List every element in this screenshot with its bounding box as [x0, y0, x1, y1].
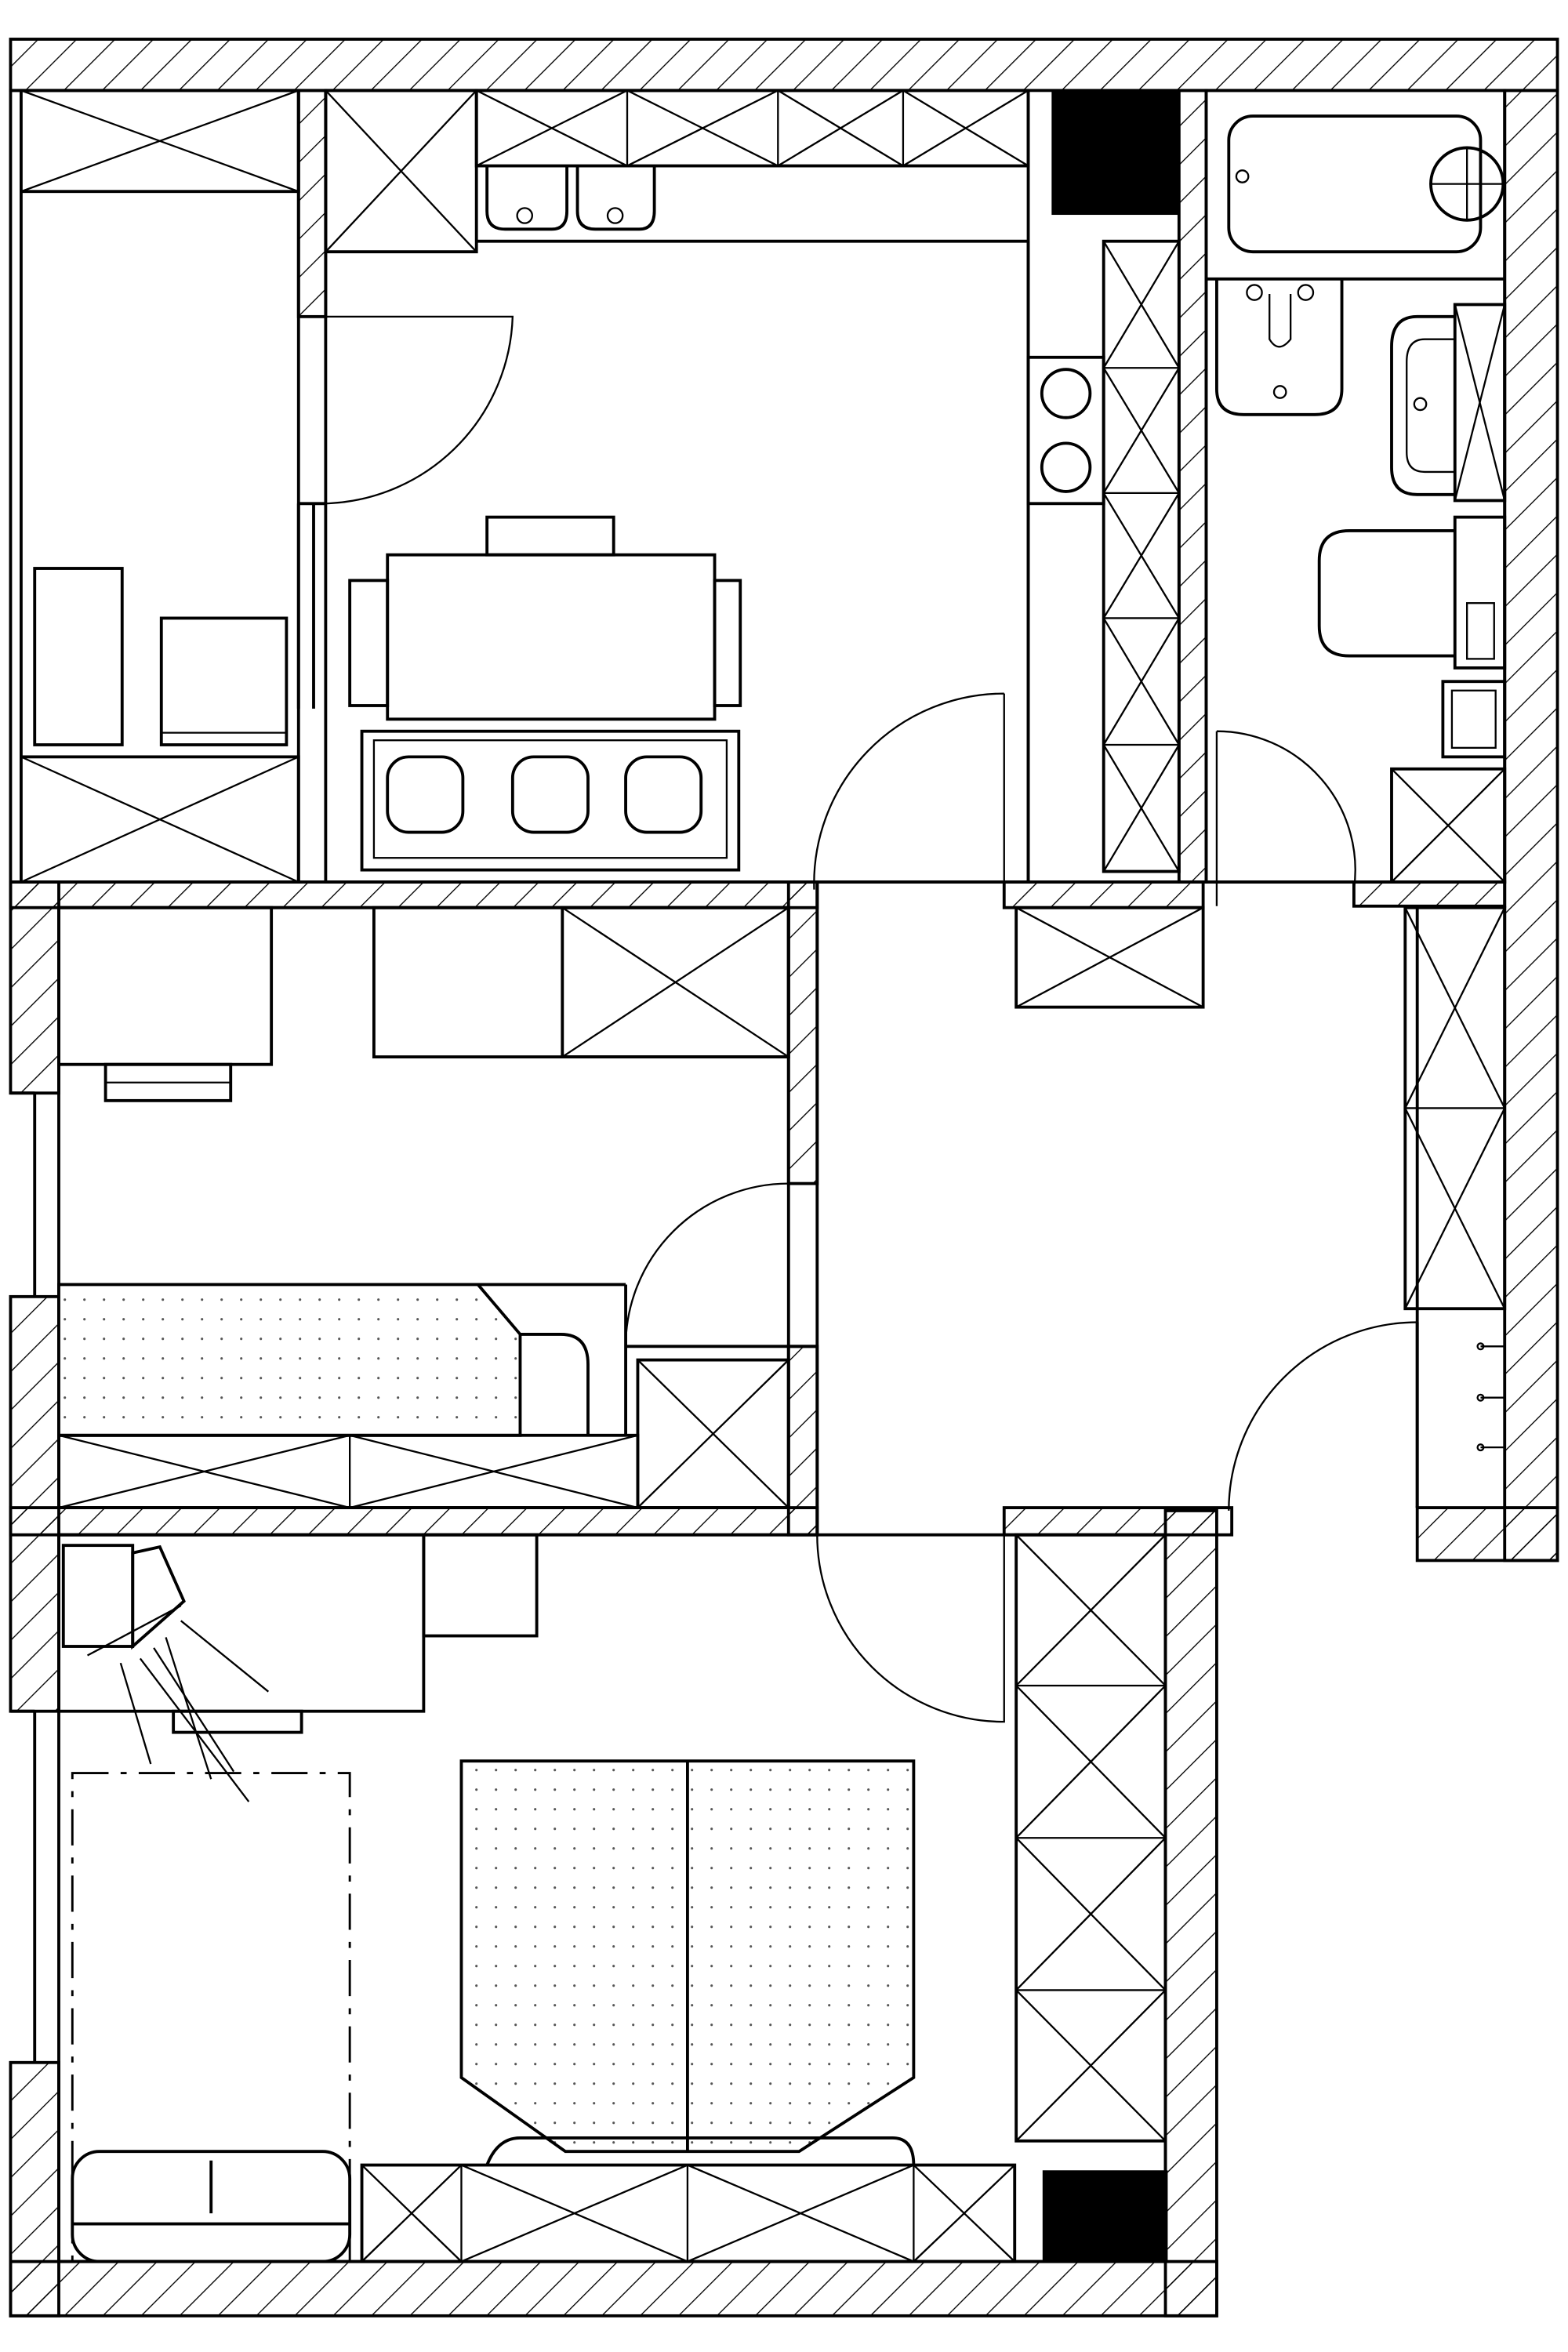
wall-room-top [9, 880, 819, 909]
desk-lamp [61, 1544, 270, 1802]
kitchen-door [319, 315, 514, 505]
wall-bottom [9, 2259, 1218, 2318]
wall-right-upper [1503, 89, 1559, 1563]
foldout-area [71, 1772, 351, 2263]
hallway-furniture [624, 906, 1507, 1723]
bathroom-door [1215, 730, 1356, 906]
storage-room [9, 89, 300, 884]
wall-room-divider [9, 1506, 819, 1537]
chair-left [348, 579, 390, 707]
outer-walls [9, 38, 1559, 2318]
entrance-door [1228, 1321, 1417, 1511]
bench [360, 729, 741, 872]
sink-left [485, 165, 568, 231]
desk [57, 906, 274, 1066]
bathroom-room [1204, 89, 1507, 884]
bedroom-upper-door [624, 1182, 789, 1347]
chair-right [713, 579, 742, 707]
chimney-flue-top [1051, 89, 1180, 216]
wall-kitchen-right [1177, 89, 1208, 884]
storage-box-right [159, 616, 289, 746]
wall-bath-bottom [1352, 880, 1507, 908]
wall-right-ledge [1415, 1506, 1559, 1563]
wall-room-right [786, 880, 819, 1185]
sink-right [575, 165, 656, 231]
sofa-bed [57, 1283, 522, 1437]
wall-hall-top [1002, 880, 1205, 909]
upper-bedroom-furniture [10, 906, 790, 1509]
bidet [1215, 278, 1344, 416]
wall-hall-right [1002, 1506, 1234, 1537]
kitchen-room [324, 89, 1030, 884]
lower-bedroom-furniture [10, 1533, 1167, 2263]
wall-kitchen-left [296, 89, 328, 318]
chimney-flue-bottom [1042, 2170, 1168, 2263]
wall-left-mid [9, 1294, 60, 1713]
work-desk [57, 1533, 426, 1713]
storage-box-left [33, 567, 124, 746]
bathroom-furniture [1206, 114, 1507, 906]
dining-table [386, 553, 717, 721]
wall-lower-right [1163, 1509, 1218, 2318]
chair-top [485, 515, 615, 557]
kitchen-hall-door [813, 692, 1005, 906]
storage-furniture [19, 89, 300, 884]
wall-left-upper [9, 880, 60, 1095]
kitchen-furniture [296, 89, 1181, 906]
single-bed-head [71, 2150, 352, 2263]
cooktop [1026, 355, 1105, 506]
bedroom-lower-door [816, 1534, 1005, 1723]
washbasin [1390, 314, 1455, 496]
wall-top [9, 38, 1559, 93]
toilet [1317, 529, 1455, 658]
